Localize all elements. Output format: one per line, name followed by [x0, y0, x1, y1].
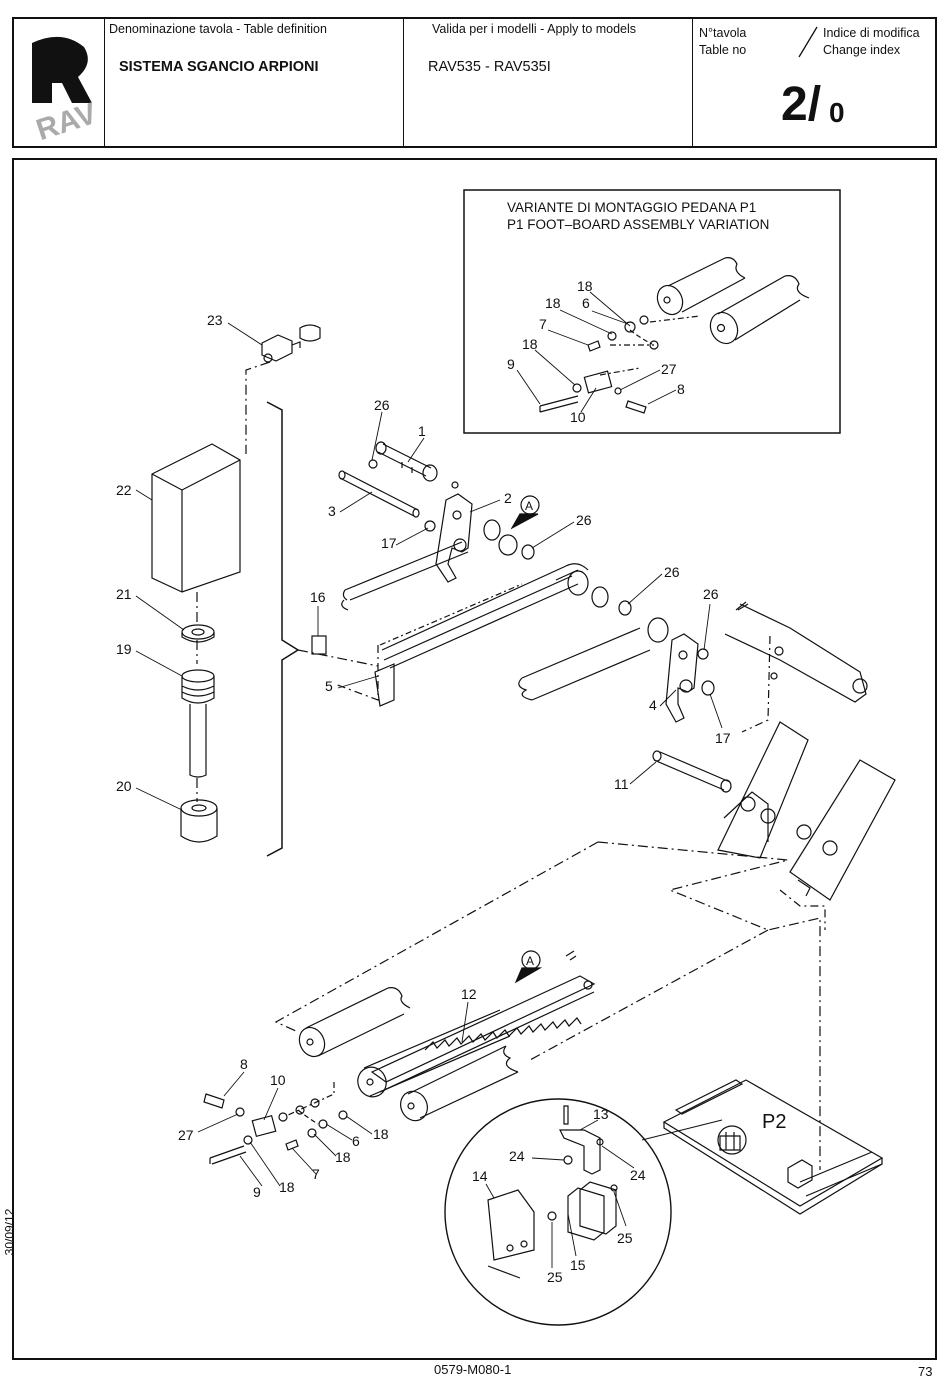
label-18: 18 — [373, 1126, 389, 1142]
part-12-rack — [370, 975, 596, 1093]
table-definition-label: Denominazione tavola - Table definition — [109, 22, 327, 36]
label-9: 9 — [507, 356, 515, 372]
label-2: 2 — [504, 490, 512, 506]
label-26: 26 — [664, 564, 680, 580]
models-label: Valida per i modelli - Apply to models — [432, 22, 637, 36]
label-6: 6 — [352, 1133, 360, 1149]
label-18: 18 — [522, 336, 538, 352]
part-13-plate — [559, 1105, 601, 1175]
change-index-label-en: Change index — [823, 43, 901, 57]
part-3-shaft — [338, 470, 420, 518]
right-bracket — [724, 601, 868, 703]
part-11-pin — [652, 750, 732, 793]
label-15: 15 — [570, 1257, 586, 1273]
inset-title-it: VARIANTE DI MONTAGGIO PEDANA P1 — [507, 200, 756, 215]
bushing-row — [483, 519, 669, 643]
label-12: 12 — [461, 986, 477, 1002]
callout-a: A — [526, 954, 534, 968]
part-19-pin — [181, 669, 215, 778]
label-10: 10 — [570, 409, 586, 425]
divider-slash — [798, 26, 818, 58]
label-18: 18 — [279, 1179, 295, 1195]
inset-title-en: P1 FOOT–BOARD ASSEMBLY VARIATION — [507, 217, 769, 232]
label-18: 18 — [545, 295, 561, 311]
label-18: 18 — [335, 1149, 351, 1165]
label-26: 26 — [576, 512, 592, 528]
part-15-plates — [567, 1181, 617, 1241]
label-16: 16 — [310, 589, 326, 605]
inset-roller-1 — [656, 257, 746, 316]
part-20-bushing — [180, 799, 218, 843]
p2-foot-plate: P2 — [662, 1079, 884, 1215]
table-no-label-it: N°tavola — [699, 26, 747, 40]
part-22-block — [151, 443, 241, 593]
label-3: 3 — [328, 503, 336, 519]
view-arrow-a-top: A — [510, 495, 540, 530]
part-1-pin — [375, 441, 438, 482]
label-7: 7 — [539, 316, 547, 332]
label-10: 10 — [270, 1072, 286, 1088]
label-27: 27 — [178, 1127, 194, 1143]
lower-hardware — [203, 1093, 348, 1165]
view-arrow-a-bottom: A — [514, 950, 577, 984]
models-value: RAV535 - RAV535I — [428, 59, 551, 75]
label-1: 1 — [418, 423, 426, 439]
lower-roller-1 — [298, 987, 411, 1058]
part-5-shaft-rail — [341, 541, 589, 707]
label-26: 26 — [703, 586, 719, 602]
rav-logo-icon: RAV — [32, 36, 101, 141]
label-17: 17 — [381, 535, 397, 551]
change-index-label-it: Indice di modifica — [823, 26, 920, 40]
label-13: 13 — [593, 1106, 609, 1122]
inset-roller-2 — [709, 275, 810, 345]
table-no-label-en: Table no — [699, 43, 747, 57]
label-11: 11 — [614, 776, 629, 792]
lower-roller-3 — [400, 1045, 519, 1122]
label-6: 6 — [582, 295, 590, 311]
part-16-block — [311, 635, 327, 655]
table-title: SISTEMA SGANCIO ARPIONI — [119, 59, 319, 75]
part-4-hook — [665, 633, 699, 723]
part-21-washer — [181, 624, 215, 643]
lower-roller-2 — [357, 1009, 511, 1098]
label-20: 20 — [116, 778, 132, 794]
label-24: 24 — [630, 1167, 646, 1183]
detail-circle-p2 — [444, 1098, 723, 1326]
drawing-frame — [12, 158, 937, 1360]
part-14-bracket — [487, 1189, 535, 1261]
label-9: 9 — [253, 1184, 261, 1200]
foot-board-frame — [717, 721, 896, 901]
label-14: 14 — [472, 1168, 488, 1184]
label-17: 17 — [715, 730, 731, 746]
page-number: 73 — [918, 1364, 933, 1379]
label-25: 25 — [547, 1269, 563, 1285]
inset-variation: VARIANTE DI MONTAGGIO PEDANA P1 P1 FOOT–… — [463, 189, 841, 434]
title-block: RAV Denominazione tavola - Table definit… — [12, 17, 937, 148]
label-19: 19 — [116, 641, 132, 657]
label-21: 21 — [116, 586, 132, 602]
label-22: 22 — [116, 482, 132, 498]
label-24: 24 — [509, 1148, 525, 1164]
label-p2: P2 — [762, 1111, 786, 1133]
print-date: 30/09/12 — [2, 1208, 17, 1256]
label-18: 18 — [577, 278, 593, 294]
label-25: 25 — [617, 1230, 633, 1246]
doc-code: 0579-M080-1 — [434, 1362, 512, 1377]
label-8: 8 — [677, 381, 685, 397]
change-index-value: 0 — [829, 97, 845, 128]
part-2-hook — [435, 481, 473, 583]
table-no-value: 2/ — [781, 78, 822, 131]
callout-a: A — [525, 499, 533, 513]
part-23-fitting — [261, 324, 321, 363]
label-8: 8 — [240, 1056, 248, 1072]
label-23: 23 — [207, 312, 223, 328]
label-4: 4 — [649, 697, 657, 713]
label-5: 5 — [325, 678, 333, 694]
label-26: 26 — [374, 397, 390, 413]
label-27: 27 — [661, 361, 677, 377]
